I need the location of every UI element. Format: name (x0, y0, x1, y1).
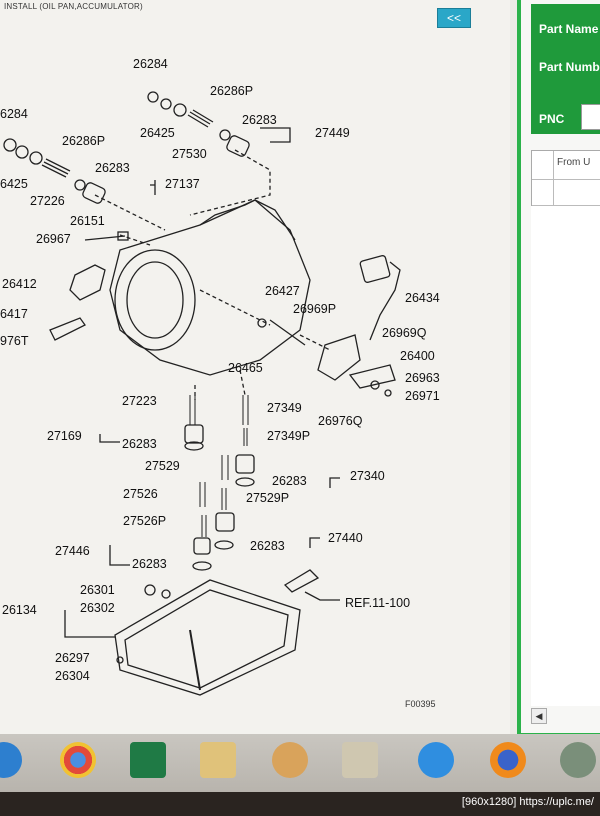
part-label[interactable]: 26425 (140, 126, 175, 140)
bottom-strip: [960x1280] https://uplc.me/ (0, 792, 600, 816)
ref-label[interactable]: REF.11-100 (345, 596, 410, 610)
part-label[interactable]: 26283 (272, 474, 307, 488)
part-label[interactable]: 26297 (55, 651, 90, 665)
exploded-parts-diagram: 26284 26286P 26425 27530 26283 27449 628… (0, 57, 440, 709)
window-title: INSTALL (OIL PAN,ACCUMULATOR) (4, 2, 143, 11)
part-label[interactable]: 26301 (80, 583, 115, 597)
part-label[interactable]: 27529 (145, 459, 180, 473)
part-label[interactable]: 26434 (405, 291, 440, 305)
scroll-left-button[interactable]: ◀ (531, 708, 547, 724)
pnc-input[interactable] (581, 104, 600, 130)
part-label[interactable]: 27349P (267, 429, 310, 443)
part-label[interactable]: 26427 (265, 284, 300, 298)
parts-grid-body (531, 206, 600, 706)
part-label[interactable]: 26969Q (382, 326, 427, 340)
part-label[interactable]: 6284 (0, 107, 28, 121)
part-label[interactable]: 26283 (242, 113, 277, 127)
chrome-icon[interactable] (60, 742, 96, 778)
part-number-label: Part Number (539, 60, 600, 74)
part-label[interactable]: 27169 (47, 429, 82, 443)
part-label[interactable]: 26283 (122, 437, 157, 451)
part-label[interactable]: 26412 (2, 277, 37, 291)
part-label[interactable]: 976T (0, 334, 29, 348)
collapse-button[interactable]: << (437, 8, 471, 28)
part-label[interactable]: 27440 (328, 531, 363, 545)
player-icon[interactable] (342, 742, 378, 778)
part-label[interactable]: 26304 (55, 669, 90, 683)
part-label[interactable]: 27529P (246, 491, 289, 505)
notes-icon[interactable] (200, 742, 236, 778)
parts-panel: Part Name Part Number PNC From U ◀ (517, 0, 600, 737)
oil-pan (114, 579, 301, 696)
part-label[interactable]: 27526 (123, 487, 158, 501)
part-label[interactable]: 26967 (36, 232, 71, 246)
part-label[interactable]: 26134 (2, 603, 37, 617)
case-bell-opening (114, 249, 196, 351)
part-label[interactable]: 26971 (405, 389, 440, 403)
part-label[interactable]: 26286P (62, 134, 105, 148)
part-label[interactable]: 26969P (293, 302, 336, 316)
part-label[interactable]: 26286P (210, 84, 253, 98)
part-name-label: Part Name (539, 22, 599, 36)
part-label[interactable]: 26283 (95, 161, 130, 175)
part-label[interactable]: 27526P (123, 514, 166, 528)
part-label[interactable]: 6417 (0, 307, 28, 321)
excel-icon[interactable] (130, 742, 166, 778)
part-label[interactable]: 27226 (30, 194, 65, 208)
parts-header: Part Name Part Number PNC (531, 4, 600, 134)
part-label[interactable]: 6425 (0, 177, 28, 191)
taskbar (0, 734, 600, 792)
part-label[interactable]: 26465 (228, 361, 263, 375)
column-from[interactable]: From U (554, 151, 600, 179)
app-icon[interactable] (560, 742, 596, 778)
part-label[interactable]: 26283 (250, 539, 285, 553)
part-label[interactable]: 26284 (133, 57, 168, 71)
part-label[interactable]: 26151 (70, 214, 105, 228)
part-label[interactable]: 27349 (267, 401, 302, 415)
diagram-pane: INSTALL (OIL PAN,ACCUMULATOR) << (0, 2, 471, 709)
grid-corner-cell (532, 151, 554, 179)
part-label[interactable]: 27446 (55, 544, 90, 558)
part-label[interactable]: 26963 (405, 371, 440, 385)
part-label[interactable]: 26400 (400, 349, 435, 363)
diagram-code: F00395 (405, 699, 436, 709)
resolution-note: [960x1280] https://uplc.me/ (461, 796, 594, 808)
part-label[interactable]: 26976Q (318, 414, 363, 428)
part-label[interactable]: 27449 (315, 126, 350, 140)
part-label[interactable]: 27137 (165, 177, 200, 191)
grid-row-cell[interactable] (554, 179, 600, 205)
firefox-icon[interactable] (490, 742, 526, 778)
internet-explorer-icon[interactable] (418, 742, 454, 778)
parts-grid-header: From U (531, 150, 600, 206)
part-label[interactable]: 27530 (172, 147, 207, 161)
part-label[interactable]: 27223 (122, 394, 157, 408)
part-label[interactable]: 27340 (350, 469, 385, 483)
ie-icon[interactable] (0, 742, 22, 778)
pnc-label: PNC (539, 112, 565, 126)
screen: INSTALL (OIL PAN,ACCUMULATOR) << (0, 0, 600, 792)
part-label[interactable]: 26283 (132, 557, 167, 571)
media-icon[interactable] (272, 742, 308, 778)
grid-row-cell (532, 179, 554, 205)
part-label[interactable]: 26302 (80, 601, 115, 615)
